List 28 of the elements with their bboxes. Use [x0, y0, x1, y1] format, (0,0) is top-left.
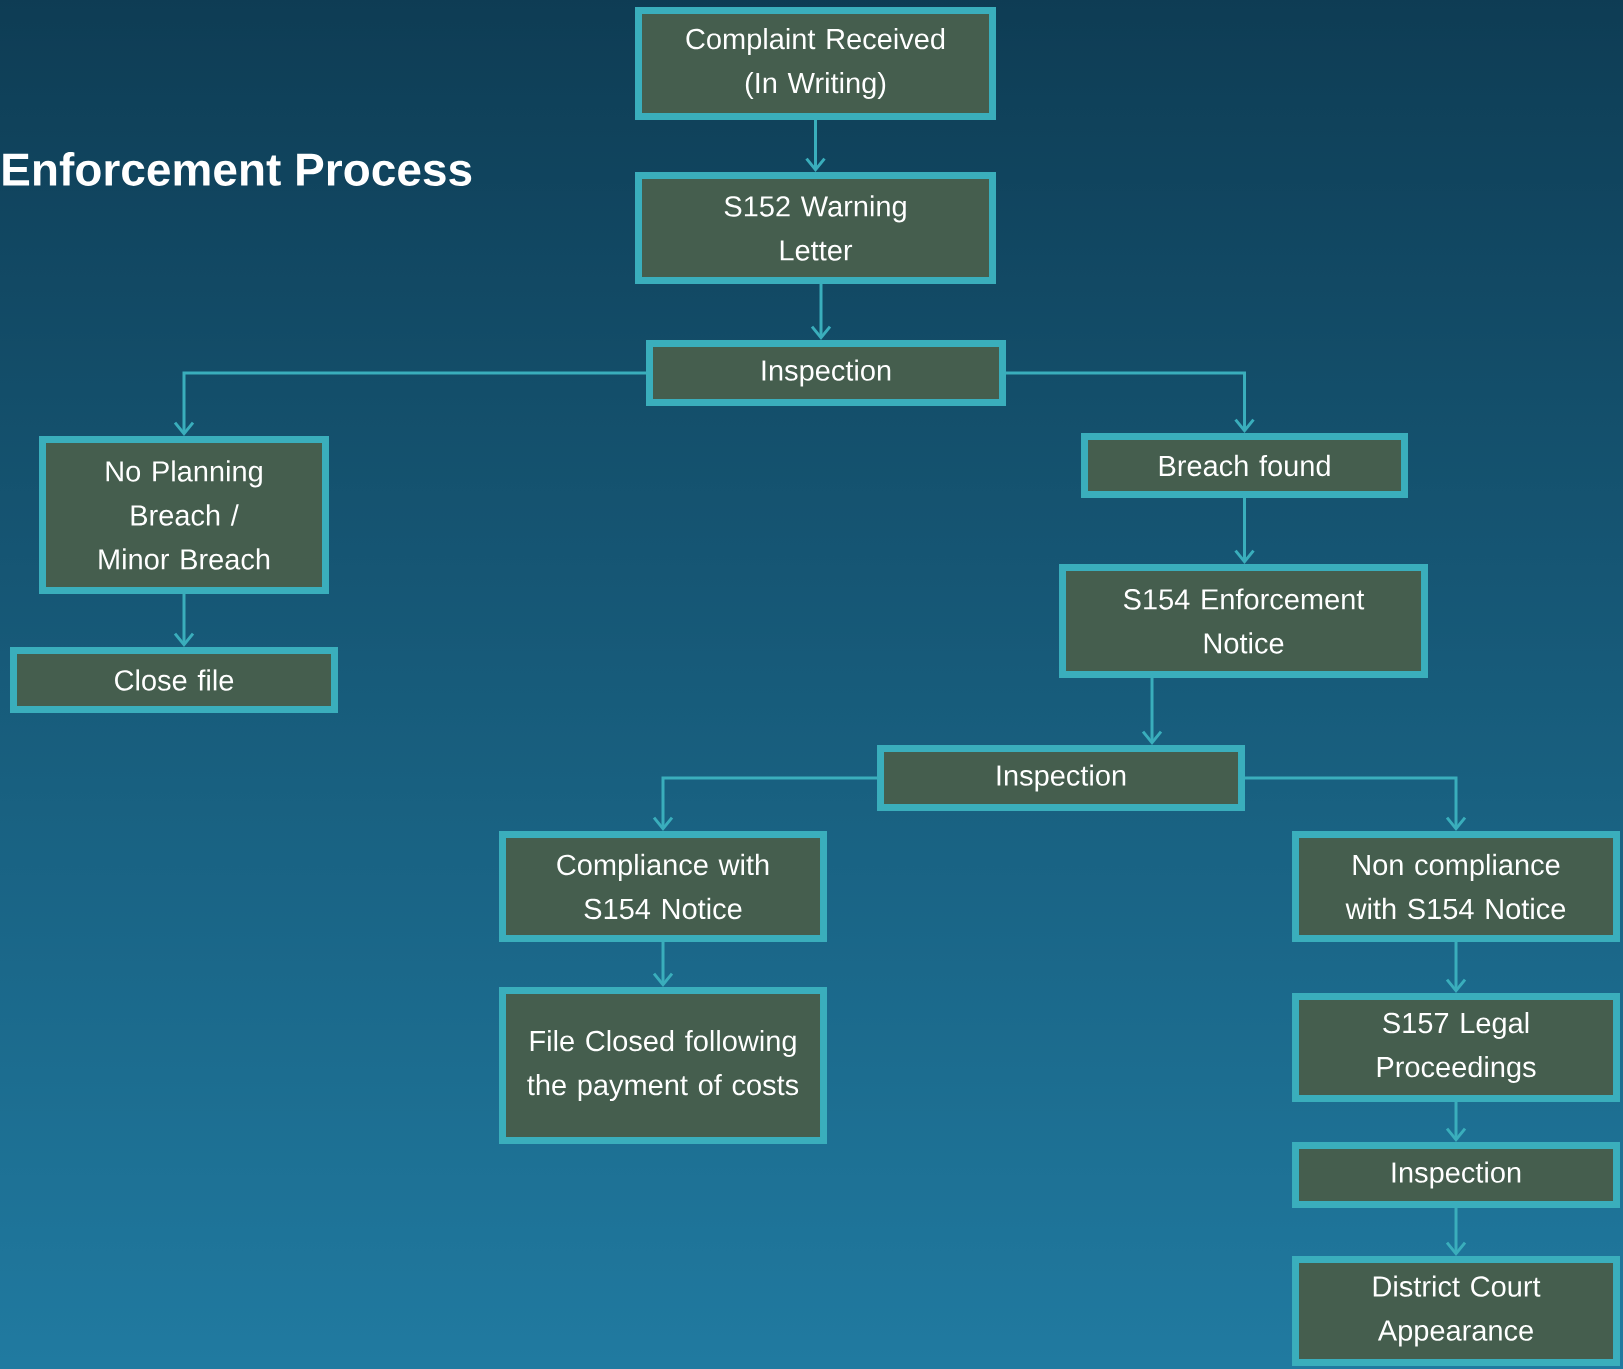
process-box: File Closed following the payment of costs [499, 987, 827, 1144]
process-box: No Planning Breach / Minor Breach [39, 436, 329, 594]
arrow [1006, 371, 1255, 433]
arrow [652, 942, 674, 987]
process-box: District Court Appearance [1292, 1256, 1620, 1366]
process-box: Inspection [1292, 1142, 1620, 1208]
arrow [173, 371, 646, 436]
arrow [1445, 1102, 1467, 1142]
arrow [1234, 498, 1255, 564]
arrow [652, 776, 877, 831]
title: Enforcement Process [3, 152, 472, 186]
process-box: Complaint Received (In Writing) [635, 7, 996, 120]
arrow [805, 120, 826, 172]
process-box: S157 Legal Proceedings [1292, 993, 1620, 1102]
process-box: Compliance with S154 Notice [499, 831, 827, 942]
process-box: S154 Enforcement Notice [1059, 564, 1428, 678]
process-box: Inspection [877, 745, 1245, 811]
process-box: Inspection [646, 340, 1006, 406]
process-box: S152 Warning Letter [635, 172, 996, 284]
arrow [1445, 942, 1467, 994]
arrow [1245, 776, 1467, 831]
process-box: Close file [10, 647, 338, 713]
process-box: Non compliance with S154 Notice [1292, 831, 1620, 942]
arrow [173, 594, 195, 647]
arrow [1141, 678, 1163, 745]
arrow [810, 284, 832, 340]
process-box: Breach found [1081, 433, 1408, 498]
arrow [1445, 1208, 1467, 1256]
